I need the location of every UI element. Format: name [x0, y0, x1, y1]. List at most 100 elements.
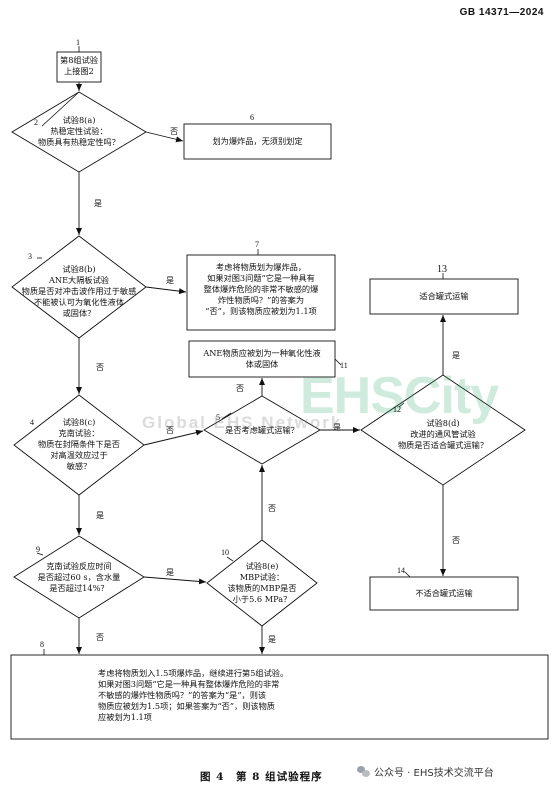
decision-10-line-4: 小于5.6 MPa？: [232, 594, 292, 604]
box-7-line-2: 如果对图3问题“它是一种具有: [207, 273, 315, 283]
step-number-2: 2: [34, 118, 38, 127]
decision-3-line-5: 或固体？: [62, 308, 96, 318]
decision-4-line-1: 试验8(c): [62, 417, 96, 427]
box-8-line-5: 应被划为1.1项: [98, 712, 152, 722]
decision-4-line-4: 对高温效应过于: [50, 450, 108, 460]
decision-2-text: 试验8(a) 热稳定性试验： 物质具有热稳定性吗？: [20, 115, 138, 148]
step-number-10: 10: [221, 548, 229, 557]
decision-9-line-2: 是否超过60 s，含水量: [37, 572, 121, 582]
box-6-text: 划为爆炸品，无须别划定: [212, 136, 303, 146]
box-8-line-4: 物质应被划为1.5项；如果答案为“否”，则该物质: [98, 701, 275, 711]
label-no-9: 否: [96, 633, 104, 642]
box-11-text: ANE物质应被划为一种氧化性液 体或固体: [189, 348, 335, 370]
standard-number: GB 14371—2024: [459, 7, 544, 18]
box-7: [186, 254, 336, 331]
watermark-logo: EHSCity: [300, 367, 499, 425]
step-number-8: 8: [40, 640, 44, 649]
decision-2-line-1: 试验8(a): [62, 115, 96, 125]
decision-4-line-2: 克南试验：: [58, 428, 100, 438]
box-8-line-2: 如果对图3问题“它是一种具有整体爆炸危险的非常: [98, 679, 280, 689]
decision-12-line-3: 物质是否适合罐式运输？: [397, 440, 489, 450]
box-7-line-4: 炸性物质吗？”的答案为: [217, 295, 305, 305]
step-number-4: 4: [30, 418, 34, 427]
decision-3-text: 试验8(b) ANE大隔板试验 物质是否对冲击波作用过于敏感 不能被认可为氧化性…: [14, 264, 144, 319]
step-number-9: 9: [36, 545, 40, 554]
box-8-line-3: 不敏感的爆炸性物质吗？”的答案为“是”，则该: [98, 690, 267, 700]
label-yes-5: 是: [333, 423, 341, 432]
watermark-subtitle: Global EHS Network: [142, 413, 343, 432]
figure-caption: 图 4 第 8 组试验程序: [200, 771, 323, 783]
arrow-4-5: [143, 429, 204, 446]
decision-3-line-3: 物质是否对冲击波作用过于敏感: [21, 286, 137, 296]
decision-9-text: 克南试验反应时间 是否超过60 s，含水量 是否超过14%？: [20, 561, 138, 594]
box-8-line-1: 考虑将物质划入1.5项爆炸品，继续进行第5组试验。: [98, 668, 289, 678]
step-number-12: 12: [393, 405, 401, 414]
decision-3-line-1: 试验8(b): [62, 264, 96, 274]
leader-12: [398, 402, 405, 408]
box-13-text: 适合罐式运输: [419, 291, 469, 301]
decision-5-text: 是否考虑罐式运输？: [225, 425, 299, 435]
decision-3-line-2: ANE大隔板试验: [49, 275, 109, 285]
step-number-11: 11: [340, 361, 348, 370]
label-no-2: 否: [170, 127, 178, 136]
label-no-3: 否: [96, 363, 104, 372]
decision-12-text: 试验8(d) 改进的通风管试验 物质是否适合罐式运输？: [375, 418, 511, 451]
decision-5: [203, 395, 321, 465]
box-8: [10, 654, 549, 740]
label-no-10: 否: [268, 504, 276, 513]
label-no-5: 否: [236, 384, 244, 393]
decision-10-text: 试验8(e) MBP试验： 该物质的MBP是否 小于5.6 MPa？: [212, 561, 312, 605]
decision-12-line-1: 试验8(d): [426, 418, 460, 428]
label-yes-10: 是: [268, 635, 276, 644]
arrow-2-6: [145, 131, 184, 143]
decision-2-line-3: 物质具有热稳定性吗？: [38, 137, 120, 147]
label-yes-4: 是: [96, 511, 104, 520]
decision-3-line-4: 不能被认可为氧化性液体: [33, 297, 125, 307]
box-7-line-3: 整体爆炸危险的非常不敏感的爆: [203, 284, 319, 294]
leader-9: [36, 552, 44, 556]
box-11-line-1: ANE物质应被划为一种氧化性液: [203, 348, 321, 358]
step-number-3: 3: [28, 252, 32, 261]
start-line-2: 上接图2: [64, 66, 94, 76]
box-13: [369, 278, 519, 315]
leader-10: [226, 556, 234, 562]
decision-10-line-2: MBP试验：: [239, 572, 285, 582]
start-box-text: 第8组试验 上接图2: [57, 55, 101, 77]
box-6: [183, 123, 332, 160]
label-yes-3: 是: [166, 276, 174, 285]
arrow-9-10: [143, 576, 207, 585]
wechat-account-text: 公众号 · EHS技术交流平台: [374, 768, 494, 779]
start-line-1: 第8组试验: [60, 55, 98, 65]
label-yes-9: 是: [166, 568, 174, 577]
decision-9-line-1: 克南试验反应时间: [46, 561, 112, 571]
leader-5: [221, 412, 232, 420]
decision-10-line-3: 该物质的MBP是否: [227, 583, 297, 593]
step-number-14: 14: [397, 566, 405, 575]
leader-11: [334, 358, 342, 366]
box-7-line-5: “否”，则该物质应被划为1.1项: [205, 306, 317, 316]
step-number-13: 13: [437, 264, 447, 275]
wechat-account-tag: 公众号 · EHS技术交流平台: [357, 764, 494, 779]
label-yes-12: 是: [452, 351, 460, 360]
label-no-12: 否: [452, 536, 460, 545]
step-number-1: 1: [76, 38, 80, 47]
wechat-icon: [357, 766, 370, 777]
box-11-line-2: 体或固体: [245, 359, 279, 369]
decision-2-line-2: 热稳定性试验：: [50, 126, 108, 136]
label-yes-2: 是: [94, 199, 102, 208]
box-14: [369, 576, 519, 611]
label-no-4: 否: [166, 426, 174, 435]
step-number-6: 6: [250, 113, 254, 122]
box-11: [188, 340, 336, 378]
step-number-7: 7: [255, 240, 259, 249]
box-14-text: 不适合罐式运输: [415, 588, 473, 598]
decision-4-line-5: 敏感？: [66, 461, 92, 471]
decision-9-line-3: 是否超过14%？: [49, 583, 109, 593]
step-number-5: 5: [216, 413, 220, 422]
box-7-text: 考虑将物质划为爆炸品， 如果对图3问题“它是一种具有 整体爆炸危险的非常不敏感的…: [187, 262, 335, 317]
box-7-line-1: 考虑将物质划为爆炸品，: [215, 262, 307, 272]
box-8-text: 考虑将物质划入1.5项爆炸品，继续进行第5组试验。 如果对图3问题“它是一种具有…: [98, 668, 338, 723]
decision-10-line-1: 试验8(e): [245, 561, 279, 571]
decision-4-line-3: 物质在封隔条件下是否: [38, 439, 120, 449]
